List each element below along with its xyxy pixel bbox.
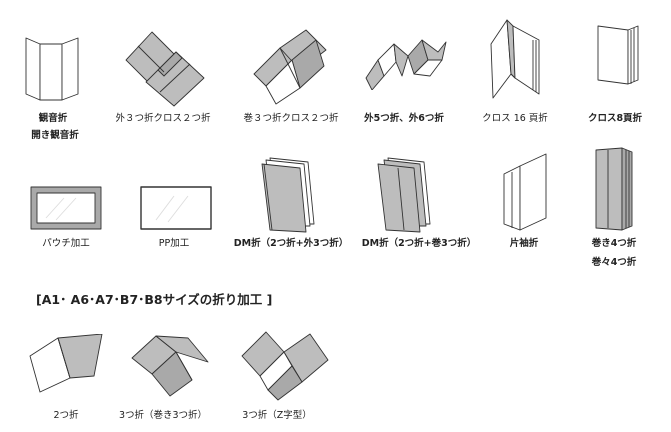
label-tri-fold-z: 3つ折（Z字型） — [242, 410, 312, 421]
kannon-fold-illustration — [22, 34, 82, 104]
outer-tri-cross-fold-illustration — [118, 26, 210, 108]
label-double-roll-4-fold: 巻々4つ折 — [591, 257, 637, 268]
tri-fold-z-illustration — [238, 330, 330, 402]
label-cross-16-page-fold: クロス 16 頁折 — [482, 113, 548, 124]
pouch-laminate-illustration — [30, 186, 102, 230]
pp-laminate-illustration — [140, 186, 212, 230]
label-roll-4-fold: 巻き4つ折 — [591, 238, 637, 249]
single-sleeve-fold-illustration — [502, 152, 550, 234]
label-kannon-fold: 観音折 — [38, 113, 68, 124]
label-open-kannon-fold: 開き観音折 — [31, 130, 79, 141]
dm-fold-wrap-illustration — [374, 154, 438, 234]
small-size-fold-section-title: [A1･ A6･A7･B7･B8サイズの折り加工 ] — [36, 292, 273, 307]
tri-fold-wrap-illustration — [130, 334, 212, 398]
outer-5-6-fold-illustration — [364, 36, 450, 90]
roll-4-fold-illustration — [592, 146, 638, 232]
label-dm-fold-outer: DM折（2つ折+外3つ折） — [233, 238, 349, 249]
label-tri-fold-wrap: 3つ折（巻き3つ折） — [118, 410, 208, 421]
label-single-sleeve-fold: 片袖折 — [509, 238, 539, 249]
label-cross-8-page-fold: クロス8頁折 — [587, 113, 643, 124]
wrap-tri-cross-fold-illustration — [250, 26, 332, 108]
half-fold-illustration — [28, 334, 106, 396]
label-pp-laminate: PP加工 — [158, 238, 190, 249]
label-dm-fold-wrap: DM折（2つ折+巻3つ折） — [361, 238, 477, 249]
label-half-fold: 2つ折 — [53, 410, 79, 421]
cross-8-page-fold-illustration — [594, 22, 644, 86]
dm-fold-outer-illustration — [258, 154, 322, 234]
label-outer-tri-cross-fold: 外３つ折クロス２つ折 — [115, 113, 211, 124]
label-wrap-tri-cross-fold: 巻３つ折クロス２つ折 — [243, 113, 339, 124]
label-pouch-laminate: パウチ加工 — [42, 238, 90, 249]
label-outer-5-6-fold: 外5つ折、外6つ折 — [364, 113, 444, 124]
cross-16-page-fold-illustration — [487, 18, 545, 100]
